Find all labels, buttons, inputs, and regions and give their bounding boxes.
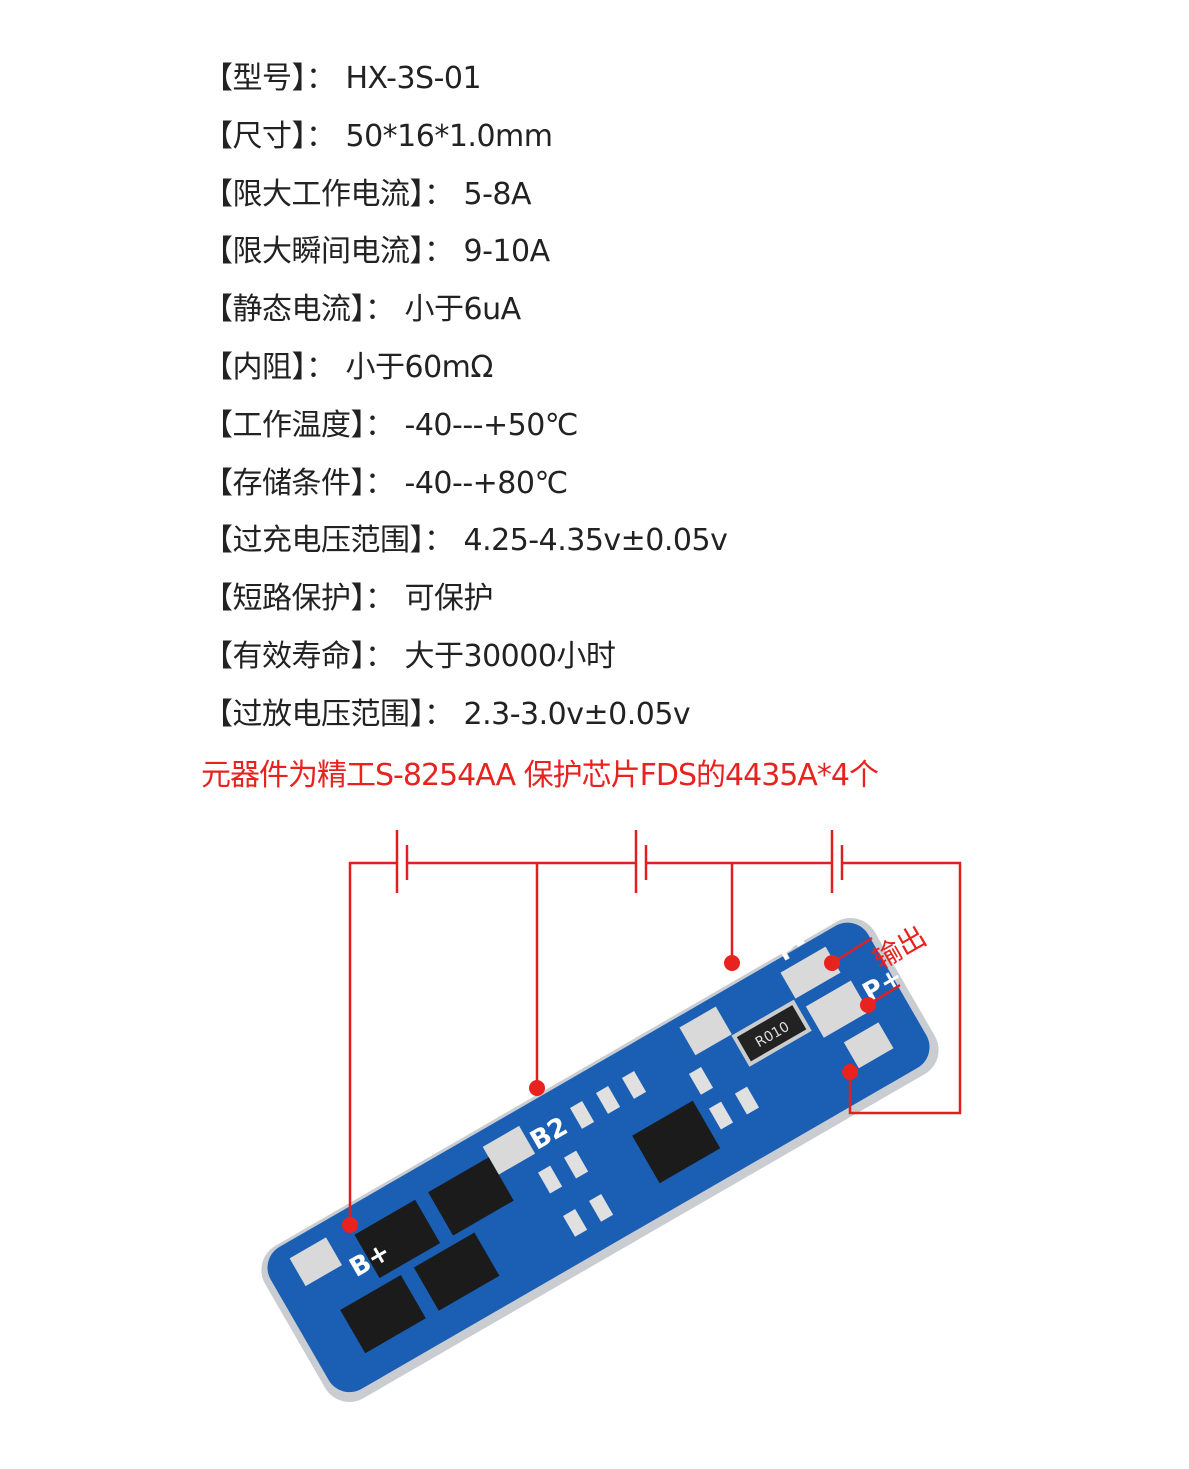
spec-label: 【静态电流】： xyxy=(203,292,395,328)
spec-value: 2.3-3.0v±0.05v xyxy=(463,696,691,732)
component-note: 元器件为精工S-8254AA 保护芯片FDS的4435A*4个 xyxy=(201,758,879,793)
protection-ic xyxy=(632,1100,721,1184)
shunt-resistor xyxy=(731,999,812,1067)
spec-value: -40---+50℃ xyxy=(404,407,579,443)
pcb-board: R010 B+ B2 P- P+ xyxy=(261,918,939,1402)
spec-label: 【存储条件】： xyxy=(203,465,395,501)
mosfet-chip xyxy=(413,1232,500,1311)
spec-row-overcharge: 【过充电压范围】：4.25-4.35v±0.05v xyxy=(203,518,728,576)
pad-b-minus xyxy=(843,1022,894,1069)
spec-row-lifetime: 【有效寿命】：大于30000小时 xyxy=(203,634,727,692)
spec-label: 【尺寸】： xyxy=(203,118,336,154)
spec-label: 【工作温度】： xyxy=(203,407,395,443)
spec-row-work-current: 【限大工作电流】：5-8A xyxy=(203,172,727,230)
spec-value: 小于60mΩ xyxy=(345,349,494,385)
spec-value: 9-10A xyxy=(463,234,551,270)
spec-label: 【短路保护】： xyxy=(203,581,395,617)
spec-label: 【型号】： xyxy=(203,61,336,96)
connection-dots xyxy=(342,955,876,1233)
spec-label: 【过放电压范围】： xyxy=(203,696,454,732)
spec-value: 50*16*1.0mm xyxy=(345,118,554,154)
spec-value: 可保护 xyxy=(404,581,494,617)
pad-b1 xyxy=(679,1006,732,1056)
spec-value: 5-8A xyxy=(463,176,532,212)
spec-value: 4.25-4.35v±0.05v xyxy=(463,523,728,559)
mosfet-chip xyxy=(354,1199,441,1279)
mosfet-chip xyxy=(340,1275,426,1354)
pad-p-plus xyxy=(805,980,869,1038)
spec-value: HX-3S-01 xyxy=(345,61,482,96)
spec-row-short-circuit: 【短路保护】：可保护 xyxy=(203,576,727,634)
spec-label: 【过充电压范围】： xyxy=(203,523,454,559)
spec-label: 【有效寿命】： xyxy=(203,638,395,674)
spec-row-overdischarge: 【过放电压范围】：2.3-3.0v±0.05v xyxy=(203,692,727,750)
spec-label: 【内阻】： xyxy=(203,349,336,385)
spec-row-model: 【型号】： HX-3S-01 xyxy=(203,56,727,114)
wiring xyxy=(348,830,962,1225)
spec-row-resistance: 【内阻】：小于60mΩ xyxy=(203,345,727,403)
spec-list: 【型号】： HX-3S-01 【尺寸】：50*16*1.0mm 【限大工作电流】：… xyxy=(203,56,728,750)
spec-row-peak-current: 【限大瞬间电流】：9-10A xyxy=(203,229,727,287)
spec-label: 【限大工作电流】： xyxy=(203,176,454,212)
smd-components xyxy=(538,1067,760,1237)
mosfet-chip xyxy=(428,1157,514,1236)
spec-value: -40--+80℃ xyxy=(404,465,569,501)
spec-row-storage: 【存储条件】：-40--+80℃ xyxy=(203,461,727,519)
pad-b2 xyxy=(482,1125,536,1175)
spec-row-quiescent-current: 【静态电流】：小于6uA xyxy=(203,287,727,345)
spec-row-work-temp: 【工作温度】：-40---+50℃ xyxy=(203,403,727,461)
pad-b-plus xyxy=(289,1237,342,1287)
spec-row-size: 【尺寸】：50*16*1.0mm xyxy=(203,114,727,172)
spec-label: 【限大瞬间电流】： xyxy=(203,234,454,270)
spec-value: 大于30000小时 xyxy=(404,638,616,674)
spec-value: 小于6uA xyxy=(404,292,522,328)
